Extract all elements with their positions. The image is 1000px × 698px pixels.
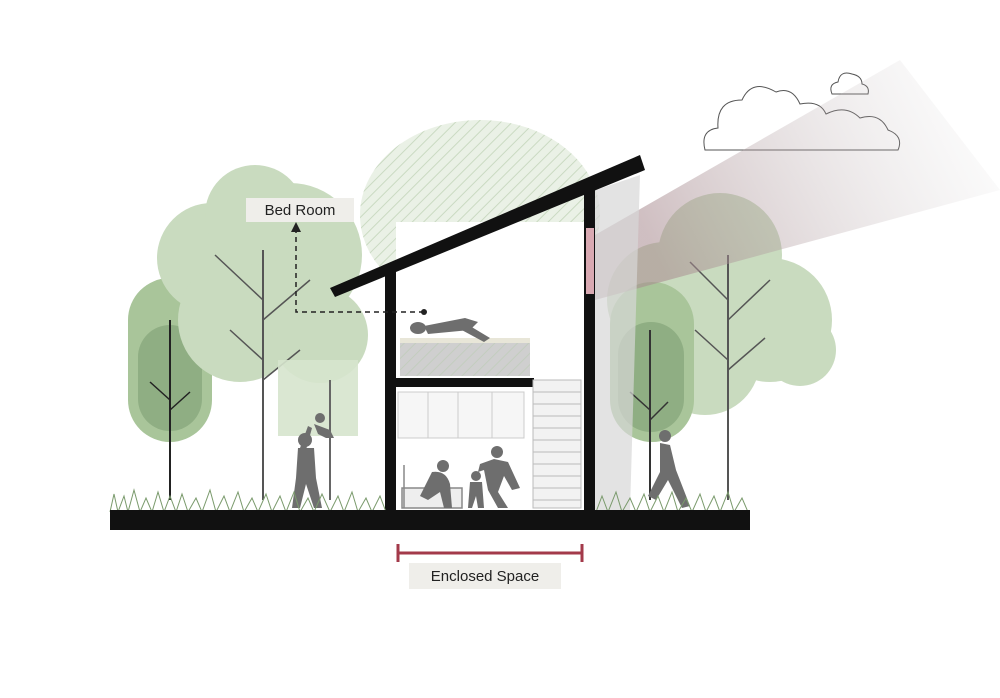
staircase — [532, 379, 582, 509]
leader-arrow-head — [291, 222, 301, 232]
ground-slab — [110, 510, 750, 530]
grass-right — [595, 490, 749, 514]
right-wall — [584, 188, 595, 510]
upper-floor-slab — [396, 378, 534, 387]
family-indoor — [420, 446, 520, 508]
left-wall — [385, 270, 396, 510]
person-running — [648, 430, 690, 508]
leader-dot — [421, 309, 427, 315]
enclosed-space-dimension — [396, 544, 584, 562]
person-lying — [410, 318, 490, 342]
bed — [400, 338, 530, 376]
grass-left — [109, 488, 387, 514]
sunlight-beam-outer — [595, 60, 1000, 300]
clerestory-window — [586, 228, 594, 294]
enclosed-space-label: Enclosed Space — [409, 563, 561, 589]
kitchen-cabinets — [397, 391, 525, 439]
bed-room-label: Bed Room — [246, 198, 354, 222]
roof — [330, 155, 645, 297]
bedroom-leader-line — [295, 230, 424, 313]
person-lifting-child — [292, 413, 334, 508]
tree-left-small — [278, 360, 358, 500]
